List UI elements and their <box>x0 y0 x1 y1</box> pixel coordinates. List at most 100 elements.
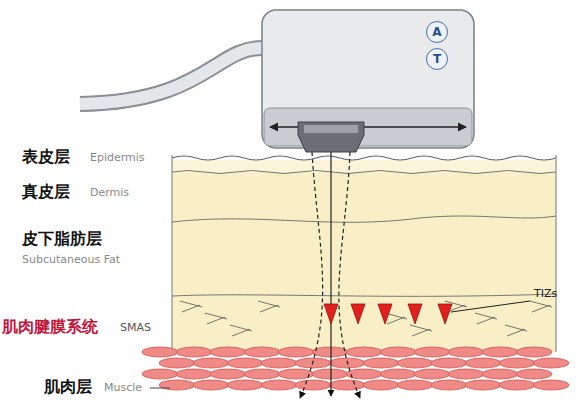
muscle-fiber <box>482 369 518 379</box>
muscle-fiber <box>499 380 535 390</box>
button-letter: A <box>432 25 441 39</box>
muscle-fiber <box>499 358 535 368</box>
cable-fill <box>80 48 262 104</box>
muscle-fiber <box>176 369 212 379</box>
epidermis-surface <box>172 156 556 160</box>
muscle-fiber <box>278 347 314 357</box>
muscle-layer <box>142 347 569 390</box>
block-edge <box>556 155 557 352</box>
tiz-marker <box>351 304 365 324</box>
muscle-fiber <box>414 347 450 357</box>
muscle-fiber <box>363 358 399 368</box>
muscle-fiber <box>329 380 365 390</box>
fiber-stroke <box>230 325 252 331</box>
layer-name: 表皮层 <box>22 148 70 166</box>
muscle-fiber <box>210 347 246 357</box>
layer-name-en: Muscle <box>104 382 142 394</box>
muscle-fiber <box>244 347 280 357</box>
layer-name-en: Epidermis <box>90 152 145 164</box>
muscle-fiber <box>482 347 518 357</box>
muscle-fiber <box>465 380 501 390</box>
control-button: T <box>426 48 448 70</box>
muscle-fiber <box>227 380 263 390</box>
muscle-fiber <box>227 358 263 368</box>
muscle-fiber <box>431 380 467 390</box>
beam-axis <box>330 152 331 396</box>
muscle-fiber <box>193 380 229 390</box>
muscle-fiber <box>380 369 416 379</box>
muscle-fiber <box>533 358 569 368</box>
muscle-fiber <box>397 358 433 368</box>
tiz-marker <box>438 304 452 324</box>
muscle-fiber <box>516 369 552 379</box>
muscle-fiber <box>244 369 280 379</box>
fiber-stroke <box>507 329 525 336</box>
muscle-fiber <box>176 347 212 357</box>
muscle-fiber <box>312 369 348 379</box>
muscle-fiber <box>261 358 297 368</box>
layer-name: 肌肉层 <box>44 378 92 396</box>
fiber-stroke <box>530 301 552 307</box>
muscle-fiber <box>431 358 467 368</box>
fat-boundary <box>172 216 556 222</box>
muscle-fiber <box>346 369 382 379</box>
muscle-fiber <box>346 347 382 357</box>
muscle-fiber <box>448 369 484 379</box>
layer-name: 肌肉腱膜系统 <box>2 318 98 336</box>
muscle-fiber <box>295 380 331 390</box>
fiber-stroke <box>232 329 250 336</box>
callout-label: TIZs <box>534 288 557 300</box>
muscle-fiber <box>380 347 416 357</box>
muscle-fiber <box>142 347 178 357</box>
block-edge <box>172 155 173 352</box>
muscle-fiber <box>210 369 246 379</box>
muscle-fiber <box>193 358 229 368</box>
fiber-stroke <box>475 313 497 319</box>
focus-beam <box>339 152 360 398</box>
layer-name: 真皮层 <box>22 183 70 201</box>
fiber-stroke <box>180 301 202 307</box>
fiber-stroke <box>182 305 200 312</box>
leader-tick <box>150 388 170 389</box>
fiber-stroke <box>387 317 405 324</box>
fiber-stroke <box>207 317 225 324</box>
leader-line <box>451 301 530 312</box>
muscle-fiber <box>397 380 433 390</box>
layer-name-en: Dermis <box>90 187 129 199</box>
epidermis-band <box>172 160 556 172</box>
button-letter: T <box>433 52 441 66</box>
muscle-fiber <box>414 369 450 379</box>
layer-name: 皮下脂肪层 <box>22 230 102 248</box>
muscle-fiber <box>312 347 348 357</box>
muscle-fiber <box>516 347 552 357</box>
layer-name-en: Subcutaneous Fat <box>22 254 120 266</box>
fiber-stroke <box>532 305 550 312</box>
fiber-stroke <box>412 329 430 336</box>
device-base <box>264 108 472 146</box>
fiber-stroke <box>258 301 280 307</box>
fiber-stroke <box>477 317 495 324</box>
fiber-stroke <box>410 325 432 331</box>
tiz-marker <box>378 304 392 324</box>
dermis-boundary <box>172 171 556 174</box>
device-housing <box>262 10 474 148</box>
layer-name-en: SMAS <box>120 322 151 334</box>
muscle-fiber <box>533 380 569 390</box>
cable <box>80 48 262 104</box>
smas-fibers <box>180 301 552 336</box>
thermal-injury-zones <box>324 304 452 324</box>
transducer-face <box>304 125 358 133</box>
fiber-stroke <box>505 325 527 331</box>
muscle-fiber <box>448 347 484 357</box>
tissue-block <box>172 160 556 352</box>
control-button: A <box>426 21 448 43</box>
smas-boundary <box>172 294 556 296</box>
muscle-fiber <box>465 358 501 368</box>
fiber-stroke <box>205 313 227 319</box>
tiz-marker <box>324 304 338 324</box>
tiz-marker <box>408 304 422 324</box>
muscle-fiber <box>142 369 178 379</box>
muscle-fiber <box>363 380 399 390</box>
focus-beam <box>300 152 323 398</box>
